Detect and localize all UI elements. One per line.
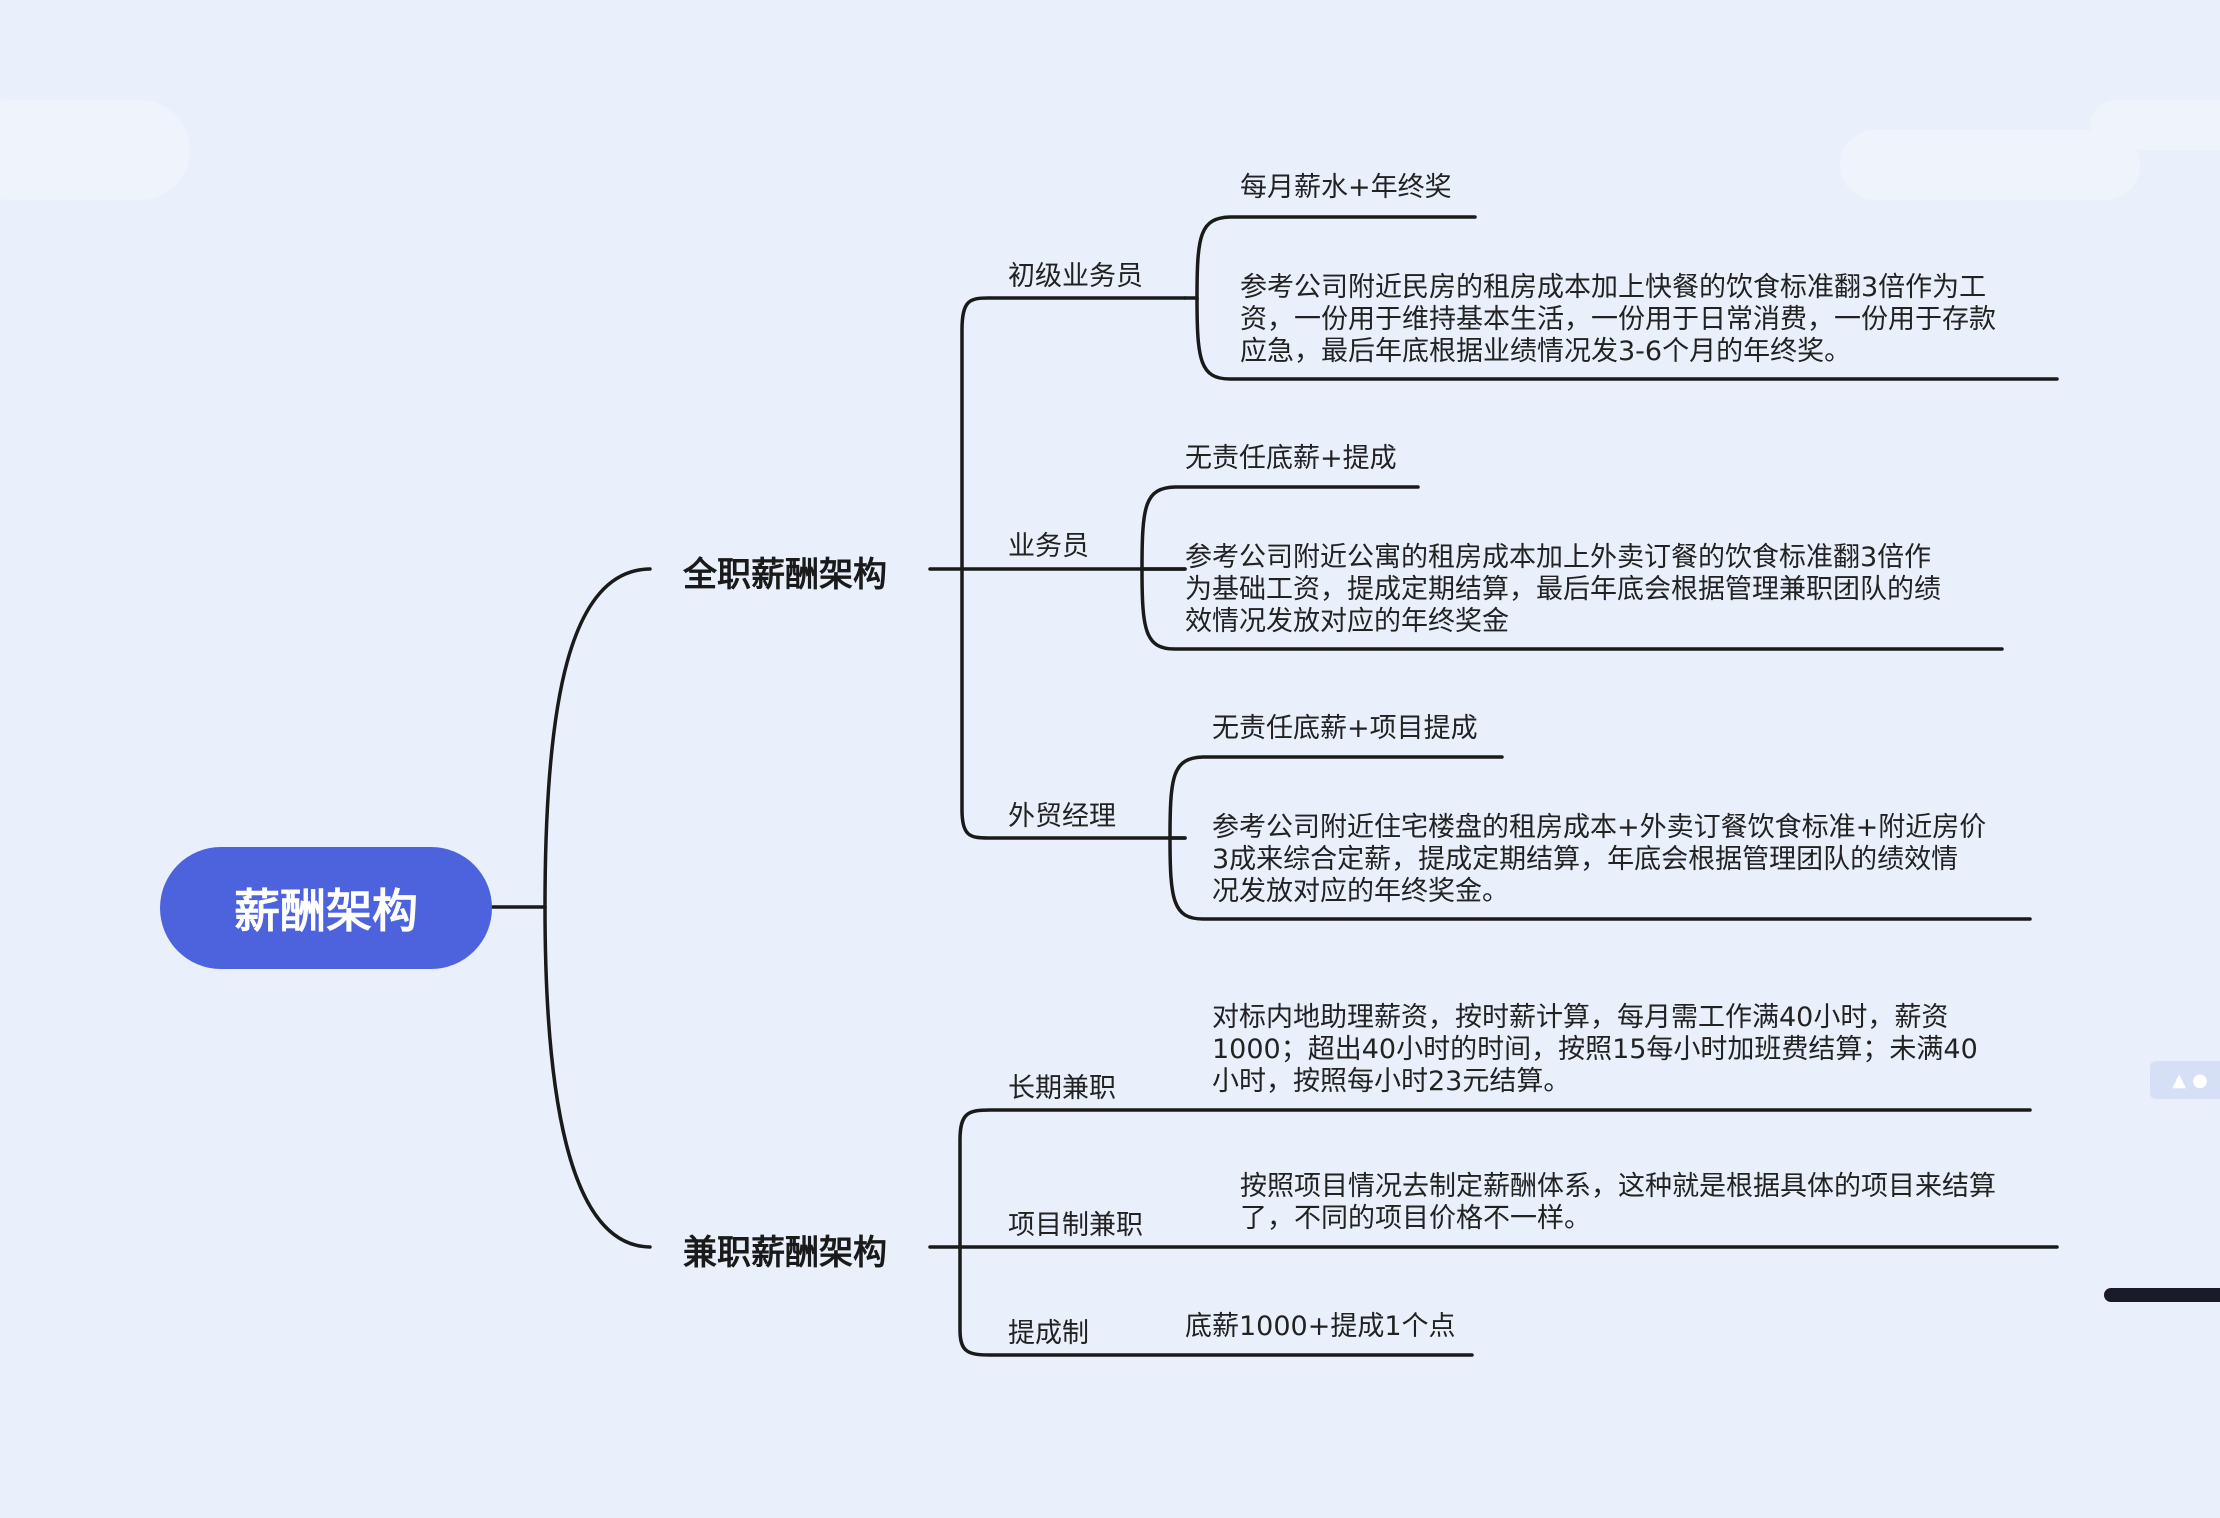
node-junior-salesman[interactable]: 初级业务员	[1008, 261, 1143, 292]
leaf-project-detail[interactable]: 按照项目情况去制定薪酬体系，这种就是根据具体的项目来结算 了，不同的项目价格不一…	[1240, 1171, 1996, 1234]
leaf-junior-detail[interactable]: 参考公司附近民房的租房成本加上快餐的饮食标准翻3倍作为工 资，一份用于维持基本生…	[1240, 272, 1996, 367]
leaf-salesman-summary[interactable]: 无责任底薪+提成	[1185, 443, 1397, 474]
leaf-trade-summary[interactable]: 无责任底薪+项目提成	[1212, 713, 1478, 744]
node-commission[interactable]: 提成制	[1008, 1318, 1089, 1349]
side-toolbar-button[interactable]: ▲ ●	[2150, 1061, 2220, 1099]
background-cloud-left	[0, 100, 190, 200]
leaf-commission-detail[interactable]: 底薪1000+提成1个点	[1185, 1311, 1456, 1342]
root-node[interactable]: 薪酬架构	[160, 847, 492, 969]
leaf-junior-summary[interactable]: 每月薪水+年终奖	[1240, 172, 1452, 203]
triangle-icon: ▲	[2172, 1069, 2187, 1091]
branch-parttime[interactable]: 兼职薪酬架构	[683, 1233, 887, 1273]
node-trade-manager[interactable]: 外贸经理	[1008, 801, 1116, 832]
node-salesman[interactable]: 业务员	[1008, 531, 1089, 562]
node-long-term-parttime[interactable]: 长期兼职	[1008, 1073, 1116, 1104]
branch-fulltime[interactable]: 全职薪酬架构	[683, 555, 887, 595]
connector-root-parttime	[543, 905, 652, 1249]
background-cloud-right-2	[2090, 100, 2220, 150]
background-cloud-right	[1840, 130, 2140, 200]
leaf-salesman-detail[interactable]: 参考公司附近公寓的租房成本加上外卖订餐的饮食标准翻3倍作 为基础工资，提成定期结…	[1185, 542, 1941, 637]
leaf-trade-detail[interactable]: 参考公司附近住宅楼盘的租房成本+外卖订餐饮食标准+附近房价 3成来综合定薪，提成…	[1212, 812, 1987, 907]
leaf-long-term-detail[interactable]: 对标内地助理薪资，按时薪计算，每月需工作满40小时，薪资 1000；超出40小时…	[1212, 1002, 1978, 1097]
connector-root-fulltime	[543, 567, 652, 909]
dot-icon: ●	[2192, 1069, 2208, 1091]
node-project-parttime[interactable]: 项目制兼职	[1008, 1210, 1143, 1241]
side-handle[interactable]	[2104, 1288, 2220, 1302]
